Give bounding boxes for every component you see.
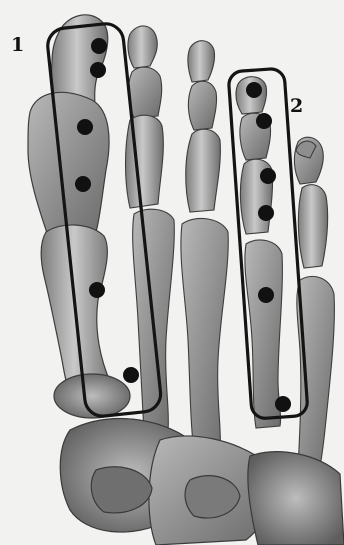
marker-dot [75, 176, 91, 192]
marker-dot [91, 38, 107, 54]
region-2-label: 2 [290, 95, 303, 117]
marker-dot [77, 119, 93, 135]
marker-dot [258, 287, 274, 303]
marker-dot [89, 282, 105, 298]
marker-dot [246, 82, 262, 98]
region-1-label: 1 [11, 34, 24, 56]
marker-dot [258, 205, 274, 221]
marker-dot [90, 62, 106, 78]
marker-dot [256, 113, 272, 129]
marker-dot [260, 168, 276, 184]
marker-dot [275, 396, 291, 412]
marker-dot [123, 367, 139, 383]
